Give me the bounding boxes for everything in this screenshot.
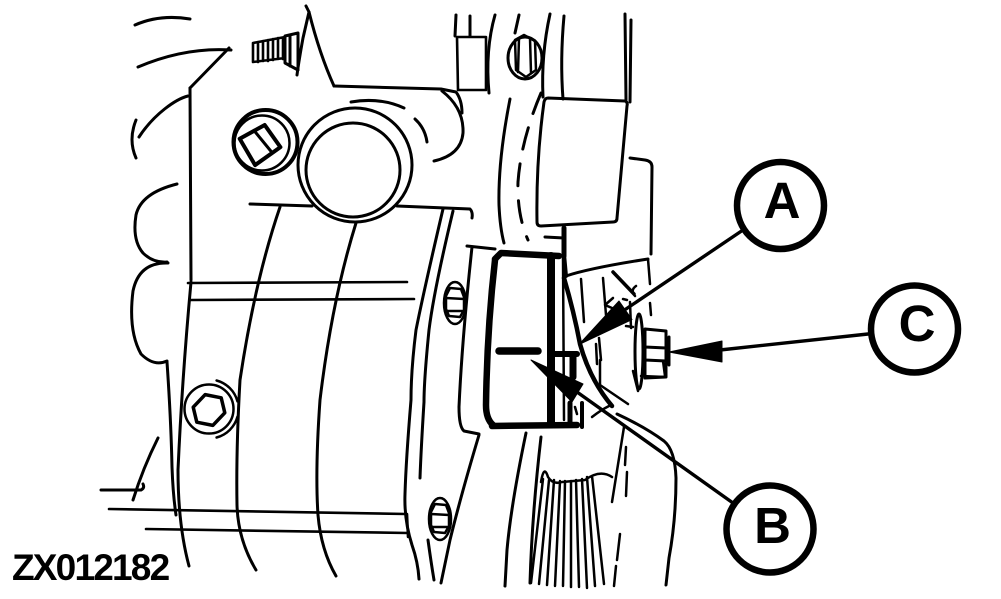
svg-text:B: B [754,497,791,554]
svg-text:C: C [899,295,936,352]
svg-text:ZX012182: ZX012182 [12,547,170,588]
svg-text:A: A [764,172,801,229]
